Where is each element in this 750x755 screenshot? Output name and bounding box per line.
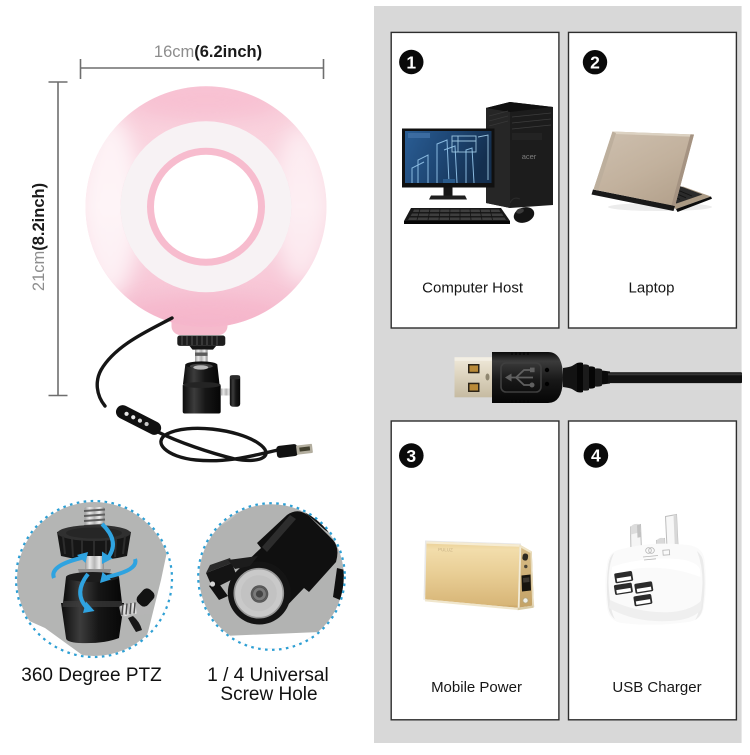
svg-text:1 / 4 Universal: 1 / 4 Universal [207,665,328,686]
svg-text:Screw Hole: Screw Hole [220,684,317,705]
svg-text:2: 2 [590,53,600,73]
svg-text:Laptop: Laptop [629,280,675,297]
svg-text:360 Degree PTZ: 360 Degree PTZ [21,665,162,686]
svg-text:PULUZ: PULUZ [438,547,453,553]
svg-text:Mobile Power: Mobile Power [431,679,522,696]
svg-text:acer: acer [522,152,537,161]
svg-text:3: 3 [406,446,416,466]
svg-text:1: 1 [406,52,416,72]
svg-text:Computer Host: Computer Host [422,280,524,297]
svg-text:21cm(8.2inch): 21cm(8.2inch) [30,183,48,291]
svg-text:16cm(6.2inch): 16cm(6.2inch) [154,43,262,61]
svg-text:4: 4 [591,446,601,466]
svg-text:USB Charger: USB Charger [612,679,701,696]
